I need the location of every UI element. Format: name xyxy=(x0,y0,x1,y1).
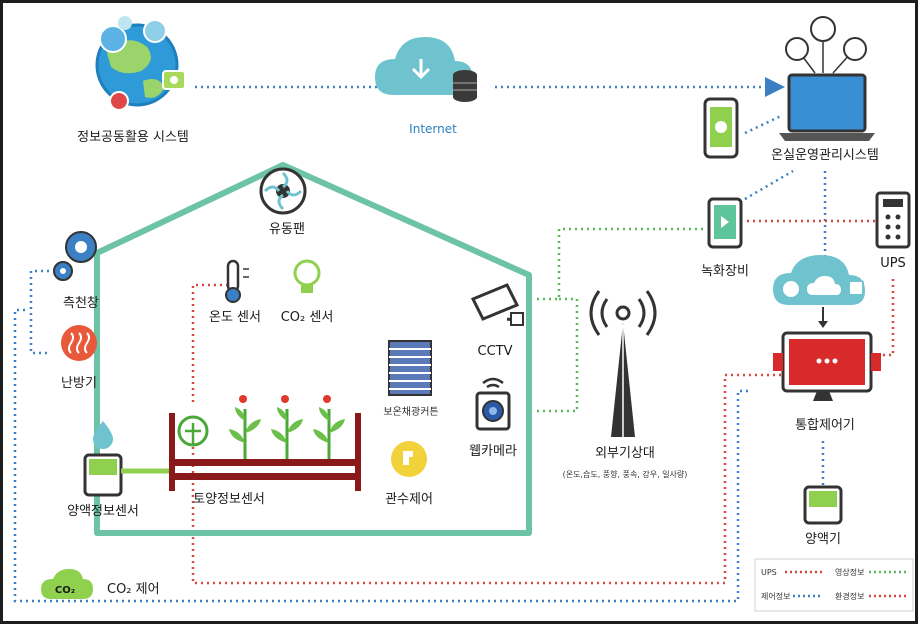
integrated-controller-label: 통합제어기 xyxy=(795,418,855,433)
heater-node[interactable]: 난방기 xyxy=(61,325,97,391)
ups-node[interactable]: UPS xyxy=(875,191,911,271)
line-temp-soil xyxy=(191,283,228,405)
webcam-node[interactable]: 웹카메라 xyxy=(469,377,517,459)
side-window-node[interactable]: 측천창 xyxy=(53,231,99,311)
download-arrow-icon xyxy=(411,59,431,80)
legend-video: 영상정보 xyxy=(835,567,864,577)
greenhouse-mgmt-label: 온실운영관리시스템 xyxy=(771,148,879,163)
plant-icon xyxy=(271,395,303,459)
heater-label: 난방기 xyxy=(61,376,97,391)
weather-station-node[interactable]: 외부기상대 (온도,습도, 풍향, 풍속, 강우, 일사량) xyxy=(563,290,688,479)
chart-badge-icon xyxy=(843,37,867,61)
weather-detail-label: (온도,습도, 풍향, 풍속, 강우, 일사량) xyxy=(563,469,688,479)
info-system-label: 정보공동활용 시스템 xyxy=(77,130,189,145)
co2-sensor-node[interactable]: CO₂ 센서 xyxy=(281,259,334,325)
line-video-webcam xyxy=(535,297,579,413)
line-side-heater xyxy=(29,269,49,355)
irrigation-label: 관수제어 xyxy=(385,492,433,507)
internet-node[interactable]: Internet xyxy=(375,37,477,136)
line-env-loop xyxy=(191,373,781,585)
controller-cloud xyxy=(773,255,865,328)
cloud-glyph-icon xyxy=(807,276,841,295)
curtain-label: 보온채광커튼 xyxy=(383,406,438,418)
gear-icon xyxy=(65,231,97,263)
cloud-badge-icon xyxy=(810,16,836,42)
co2-control-label: CO₂ 제어 xyxy=(107,582,160,597)
legend: UPS 영상정보 제어정보 환경정보 xyxy=(754,558,914,612)
recorder-label: 녹화장비 xyxy=(701,264,749,279)
webcam-label: 웹카메라 xyxy=(469,444,517,459)
signal-waves-icon xyxy=(589,290,657,336)
integrated-controller-node[interactable]: 통합제어기 xyxy=(773,331,881,433)
internet-label: Internet xyxy=(409,122,457,136)
alert-icon xyxy=(109,91,129,111)
diagram-canvas: 정보공동활용 시스템 Internet 온실운영관리시스템 xyxy=(13,16,914,612)
line-ups-controller xyxy=(875,279,895,357)
nutrient-sensor-label: 양액정보센서 xyxy=(67,504,139,519)
gear-badge-icon xyxy=(143,19,167,43)
cloud-icon xyxy=(375,37,473,95)
headset-icon xyxy=(99,25,127,53)
wifi-icon xyxy=(482,377,504,389)
fan-label: 유동팬 xyxy=(269,222,305,237)
temp-sensor-node[interactable]: 온도 센서 xyxy=(209,259,261,325)
ups-label: UPS xyxy=(880,256,906,271)
line-phone-mgmt xyxy=(744,113,784,135)
device-badge-icon xyxy=(848,280,864,296)
weather-station-label: 외부기상대 xyxy=(595,446,655,461)
info-system-node[interactable]: 정보공동활용 시스템 xyxy=(77,16,189,145)
water-drop-icon xyxy=(93,421,113,449)
database-icon xyxy=(453,70,477,102)
co2-sensor-label: CO₂ 센서 xyxy=(281,310,334,325)
cctv-label: CCTV xyxy=(478,344,513,359)
line-recorder-mgmt xyxy=(744,169,794,201)
smartphone-node[interactable] xyxy=(703,97,739,159)
plant-icon xyxy=(229,395,261,459)
legend-environment: 환경정보 xyxy=(835,591,864,601)
greenhouse-mgmt-node[interactable]: 온실운영관리시스템 xyxy=(771,16,879,163)
curtain-node[interactable]: 보온채광커튼 xyxy=(383,340,439,418)
plant-icon xyxy=(313,395,345,459)
thermometer-icon xyxy=(226,259,240,293)
line-control-loop xyxy=(13,308,748,603)
nutrient-supplier-node[interactable]: 양액기 xyxy=(803,485,843,547)
legend-ups: UPS xyxy=(761,568,777,577)
nutrient-supplier-label: 양액기 xyxy=(805,532,841,547)
temp-sensor-label: 온도 센서 xyxy=(209,310,261,325)
soil-sensor-node[interactable]: 토양정보센서 xyxy=(177,415,265,507)
recorder-node[interactable]: 녹화장비 xyxy=(701,197,749,279)
laptop-icon xyxy=(787,73,867,133)
planting-bed xyxy=(169,395,361,491)
cctv-icon xyxy=(470,283,520,321)
fan-node[interactable]: 유동팬 xyxy=(259,167,307,237)
irrigation-node[interactable]: 관수제어 xyxy=(385,441,433,507)
co2-control-node[interactable]: CO₂ CO₂ 제어 xyxy=(41,569,160,599)
headset-icon xyxy=(781,279,801,299)
co2-sensor-icon xyxy=(293,259,321,287)
cctv-node[interactable]: CCTV xyxy=(470,283,524,359)
connection-lines xyxy=(13,77,895,603)
soil-sensor-label: 토양정보센서 xyxy=(193,492,265,507)
document-icon xyxy=(785,37,809,61)
co2-cloud-icon xyxy=(41,569,93,599)
nutrient-sensor-node[interactable]: 양액정보센서 xyxy=(67,421,169,519)
legend-control: 제어정보 xyxy=(761,591,790,601)
side-window-label: 측천창 xyxy=(63,296,99,311)
co2-badge-text: CO₂ xyxy=(55,585,75,596)
line-video-recorder xyxy=(537,227,705,301)
gear-icon xyxy=(53,261,73,281)
